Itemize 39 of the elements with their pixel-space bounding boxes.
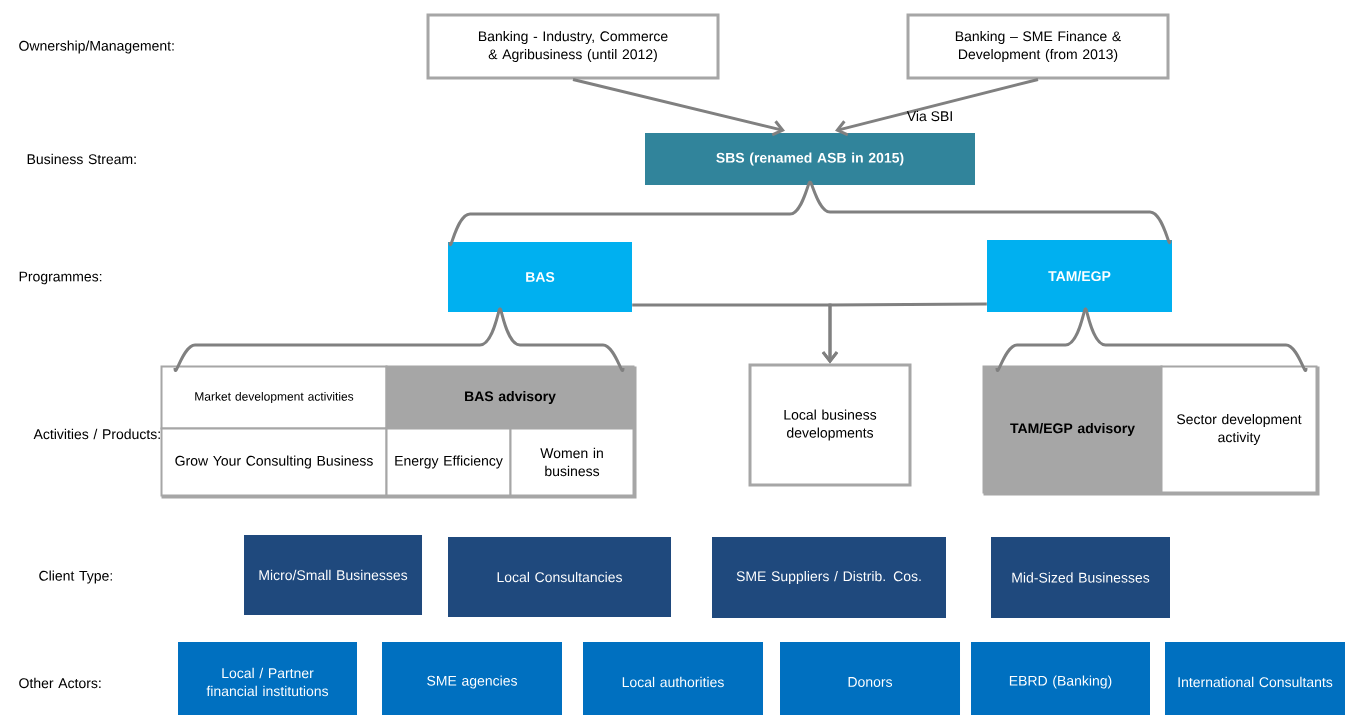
- client-box: Micro/Small Businesses: [244, 535, 422, 615]
- client-box: Local Consultancies: [448, 537, 671, 617]
- actor-box: SME agencies: [382, 642, 562, 715]
- table-cell: Market development activities: [160, 365, 388, 430]
- actor-box: Donors: [780, 642, 960, 715]
- table-cell: BAS advisory: [385, 365, 635, 430]
- row-label: Ownership/Management:: [19, 40, 174, 54]
- text-box: Banking – SME Finance & Development (from 2013): [906, 13, 1170, 80]
- brace-connector: [173, 309, 502, 371]
- arrow: [835, 78, 1039, 137]
- actor-box: International Consultants: [1165, 642, 1345, 715]
- client-box: SME Suppliers / Distrib. Cos.: [712, 537, 946, 618]
- text-box: Local business developments: [748, 363, 912, 487]
- actor-box: EBRD (Banking): [971, 642, 1150, 715]
- brace-connector: [448, 182, 812, 245]
- brace-connector: [498, 308, 625, 371]
- table-cell: TAM/EGP advisory: [982, 365, 1163, 494]
- arrow: [821, 302, 987, 364]
- programme-box: TAM/EGP: [987, 240, 1172, 312]
- brace-connector: [995, 308, 1087, 371]
- table-cell: Energy Efficiency: [385, 427, 512, 497]
- text-box: Banking - Industry, Commerce & Agribusiness (until 2012): [426, 13, 720, 80]
- brace-connector: [1084, 308, 1308, 371]
- table-cell: Sector development activity: [1160, 365, 1318, 494]
- stream-box: SBS (renamed ASB in 2015): [645, 133, 975, 185]
- row-label: Other Actors:: [19, 677, 101, 689]
- table-cell: Grow Your Consulting Business: [160, 427, 388, 497]
- programme-box: BAS: [448, 242, 632, 312]
- edge-label: Via SBI: [906, 110, 952, 122]
- row-label: Client Type:: [39, 570, 112, 584]
- actor-box: Local / Partner financial institutions: [178, 642, 357, 715]
- table-cell: Women in business: [509, 427, 635, 497]
- row-label: Business Stream:: [27, 153, 136, 165]
- client-box: Mid-Sized Businesses: [991, 537, 1170, 618]
- actor-box: Local authorities: [583, 642, 763, 715]
- arrow: [572, 78, 785, 137]
- row-label: Activities / Products:: [33, 428, 160, 440]
- brace-connector: [808, 182, 1172, 243]
- row-label: Programmes:: [19, 271, 102, 285]
